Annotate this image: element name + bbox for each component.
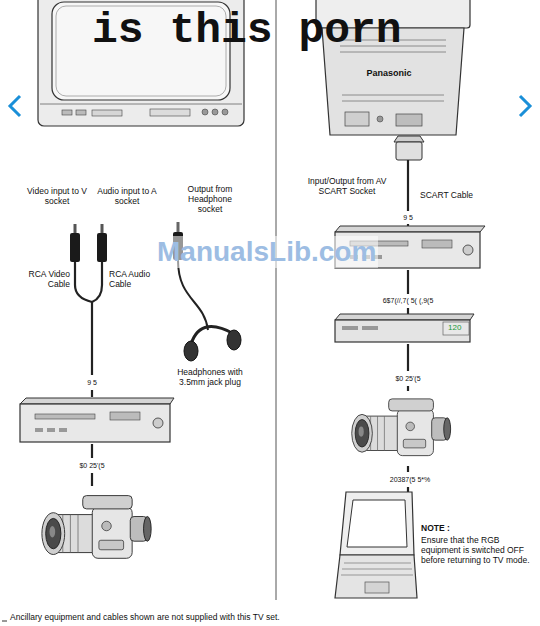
tv-front xyxy=(222,109,228,115)
device-label: $0 25'(5 xyxy=(395,375,420,383)
socket-label: Output from Headphone socket xyxy=(177,185,243,214)
cable xyxy=(407,386,409,391)
display-readout: 120 xyxy=(446,323,463,332)
vcr xyxy=(35,414,95,419)
laptop xyxy=(344,563,411,564)
scart-plug xyxy=(394,136,424,142)
divider-line xyxy=(276,0,277,600)
headphones xyxy=(184,341,198,361)
satellite-receiver xyxy=(335,314,474,342)
headphones xyxy=(227,330,241,350)
device-label: $0 25'(5 xyxy=(79,462,104,470)
rca-cable xyxy=(70,233,80,262)
rca-cable xyxy=(75,262,92,302)
footnote: Ancillary equipment and cables shown are… xyxy=(10,613,280,623)
satellite-receiver xyxy=(362,326,378,330)
vcr xyxy=(20,404,170,442)
vcr xyxy=(20,398,174,404)
cable xyxy=(407,270,409,294)
vcr xyxy=(422,240,452,248)
cable xyxy=(91,390,93,397)
device-label: 9 5 xyxy=(87,379,97,387)
camcorder xyxy=(42,496,151,559)
headphones xyxy=(177,222,180,232)
tv-front xyxy=(40,104,242,105)
laptop xyxy=(340,492,414,555)
cable-label: RCA Video Cable xyxy=(28,270,70,290)
laptop xyxy=(335,555,417,598)
vcr xyxy=(59,428,67,432)
device-label: Headphones with 3.5mm jack plug xyxy=(171,368,249,388)
laptop xyxy=(341,575,413,576)
device-label: 20387(5 5*% xyxy=(390,476,430,484)
scart-plug xyxy=(396,142,422,160)
satellite-receiver xyxy=(335,320,470,342)
laptop xyxy=(342,569,412,570)
rca-cable xyxy=(101,224,104,233)
device-label: 6$7(//,7( 5( (,9(5 xyxy=(383,297,434,305)
vcr xyxy=(153,418,163,428)
laptop xyxy=(347,500,407,547)
tv-front xyxy=(212,109,218,115)
vcr xyxy=(335,226,485,232)
laptop xyxy=(335,492,417,598)
vcr xyxy=(20,398,174,442)
rca-cable xyxy=(70,224,107,375)
satellite-receiver xyxy=(443,322,469,335)
overlay-caption: is this porn xyxy=(92,6,402,55)
rca-cable xyxy=(74,224,77,233)
scart-plug xyxy=(394,136,424,211)
nav-arrow xyxy=(520,96,530,116)
vcr xyxy=(110,412,140,420)
tv-back xyxy=(396,114,422,126)
nav-arrow xyxy=(10,96,20,116)
tv-front xyxy=(62,110,72,115)
cable xyxy=(407,466,409,472)
tv-front xyxy=(202,109,208,115)
vcr xyxy=(35,428,43,432)
rca-cable xyxy=(91,302,93,375)
socket-label: Video input to V socket xyxy=(22,187,92,207)
rca-cable xyxy=(92,262,102,302)
scart-plug xyxy=(407,160,409,211)
rca-cable xyxy=(97,233,107,262)
headphones xyxy=(178,260,208,330)
cable xyxy=(407,487,409,492)
note-heading: NOTE : xyxy=(421,524,450,534)
cable-label: SCART Cable xyxy=(420,191,473,201)
brand-name: Panasonic xyxy=(364,68,413,78)
cable xyxy=(407,308,409,314)
footnote-mark xyxy=(2,621,7,622)
tv-front xyxy=(92,110,122,116)
note-text: Ensure that the RGB equipment is switche… xyxy=(421,536,537,565)
satellite-receiver xyxy=(342,326,358,330)
tv-back xyxy=(377,116,383,122)
satellite-receiver xyxy=(335,314,474,320)
vcr xyxy=(47,428,55,432)
cable xyxy=(91,444,93,458)
socket-label: Input/Output from AV SCART Socket xyxy=(306,177,388,197)
tv-back xyxy=(345,112,369,126)
tv-front xyxy=(150,109,190,116)
tv-back xyxy=(342,101,444,102)
tv-back xyxy=(342,95,444,96)
device-label: 9 5 xyxy=(403,214,413,222)
laptop xyxy=(365,582,389,593)
cable xyxy=(407,344,409,371)
cable xyxy=(91,473,93,486)
socket-label: Audio input to A socket xyxy=(96,187,158,207)
camcorder xyxy=(352,399,451,456)
cable-label: RCA Audio Cable xyxy=(109,270,151,290)
vcr xyxy=(463,245,473,255)
watermark: ManualsLib.com xyxy=(155,236,378,268)
tv-front xyxy=(76,110,86,115)
